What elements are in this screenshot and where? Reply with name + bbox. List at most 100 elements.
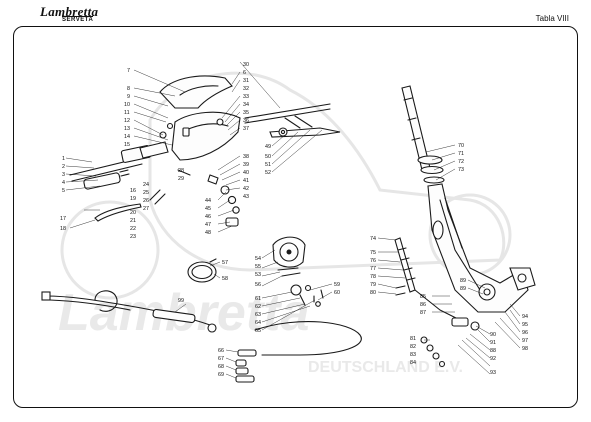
callout-68: 68 — [218, 364, 224, 370]
logo-brand-name: Lambretta — [40, 4, 99, 19]
callout-53: 53 — [255, 272, 261, 278]
callout-72: 72 — [458, 159, 464, 165]
handlebar-top-cover-edge — [179, 85, 219, 96]
handlebar-tube-right — [244, 103, 331, 124]
washer-speedo-2 — [315, 301, 321, 307]
cable-nipple — [41, 291, 51, 301]
cable-loop — [94, 290, 118, 312]
callout-86: 86 — [420, 302, 426, 308]
grommets — [313, 289, 324, 303]
handlebar-assembly — [69, 75, 341, 227]
callout-77: 77 — [370, 266, 376, 272]
headlamp-rim-inner — [191, 264, 213, 280]
callout-11: 11 — [124, 110, 130, 116]
callout-31: 31 — [243, 78, 249, 84]
callout-95: 95 — [522, 322, 528, 328]
callout-22: 22 — [130, 226, 136, 232]
callout-54: 54 — [255, 256, 261, 262]
callout-34: 34 — [243, 102, 249, 108]
callout-44: 44 — [205, 198, 211, 204]
washer-84 — [438, 360, 446, 368]
steering-bearing-cup — [420, 165, 444, 175]
callout-88: 88 — [490, 348, 496, 354]
callout-61: 61 — [255, 296, 261, 302]
callout-42: 42 — [243, 186, 249, 192]
callout-35: 35 — [243, 110, 249, 116]
callout-8: 8 — [127, 86, 130, 92]
cable-fitting-68 — [235, 367, 249, 375]
callout-62: 62 — [255, 304, 261, 310]
callout-58: 58 — [222, 276, 228, 282]
right-lever-pivot — [284, 115, 313, 129]
callout-60: 60 — [334, 290, 340, 296]
callout-56: 56 — [255, 282, 261, 288]
callout-25: 25 — [143, 190, 149, 196]
handlebar-bottom-cover — [171, 111, 241, 161]
callout-24: 24 — [143, 182, 149, 188]
callout-66: 66 — [218, 348, 224, 354]
washer-83 — [432, 352, 440, 360]
callout-63: 63 — [255, 312, 261, 318]
callout-4: 4 — [62, 180, 65, 186]
spring-coils — [397, 247, 416, 281]
fork-leg-left — [432, 220, 444, 240]
callout-28: 28 — [178, 168, 184, 174]
callout-90: 90 — [490, 332, 496, 338]
callout-38: 38 — [243, 154, 249, 160]
washer-right — [216, 118, 224, 126]
hub-mount-hole — [517, 273, 527, 283]
speedometer-needle-hub — [286, 249, 292, 255]
lambretta-serveta-logo: Lambretta SERVETA — [40, 4, 120, 26]
cable-clamp — [207, 174, 219, 185]
callout-27: 27 — [143, 206, 149, 212]
callout-79: 79 — [370, 282, 376, 288]
callout-23: 23 — [130, 234, 136, 240]
callout-10: 10 — [124, 102, 130, 108]
callout-76: 76 — [370, 258, 376, 264]
fork-lower-link — [414, 289, 461, 321]
front-brake-lever — [269, 127, 341, 138]
cable-ferrule — [152, 308, 196, 324]
callout-75: 75 — [370, 250, 376, 256]
callout-12: 12 — [124, 118, 130, 124]
callout-46: 46 — [205, 214, 211, 220]
fork-nut-washer — [470, 321, 480, 331]
callout-18: 18 — [60, 226, 66, 232]
cable-fitting-66 — [237, 349, 257, 357]
washer-small — [166, 122, 174, 130]
callout-83: 83 — [410, 352, 416, 358]
rubber-bush-3 — [232, 206, 240, 214]
steering-fork-assembly — [394, 85, 536, 368]
callout-labels: 1 2 3 4 5 6 7 8 9 10 11 12 13 14 15 16 1… — [60, 62, 528, 378]
callout-40: 40 — [243, 170, 249, 176]
control-cable-lower-sheath — [254, 321, 362, 356]
callout-98: 98 — [522, 346, 528, 352]
callout-69: 69 — [218, 372, 224, 378]
bolts-79-80 — [395, 285, 406, 296]
callout-89b: 89 — [460, 286, 466, 292]
fork-link-nut — [451, 317, 469, 327]
callout-59: 59 — [334, 282, 340, 288]
callout-52: 52 — [265, 170, 271, 176]
callout-50: 50 — [265, 154, 271, 160]
callout-29: 29 — [178, 176, 184, 182]
handlebar-top-cover — [159, 75, 233, 109]
callout-65: 65 — [255, 328, 261, 334]
speedometer-cable — [41, 290, 217, 333]
speedometer-gaskets — [277, 267, 301, 277]
callout-26: 26 — [143, 198, 149, 204]
callout-6: 6 — [243, 70, 246, 76]
lamp-ring-assembly — [187, 258, 217, 283]
callout-37: 37 — [243, 126, 249, 132]
callout-97: 97 — [522, 338, 528, 344]
callout-20: 20 — [130, 210, 136, 216]
callout-71: 71 — [458, 151, 464, 157]
callout-16: 16 — [130, 188, 136, 194]
callout-81: 81 — [410, 336, 416, 342]
callout-48: 48 — [205, 230, 211, 236]
callout-94: 94 — [522, 314, 528, 320]
washer-speedo — [304, 284, 312, 292]
callout-99: 99 — [178, 298, 184, 304]
cable-inner — [49, 299, 131, 311]
